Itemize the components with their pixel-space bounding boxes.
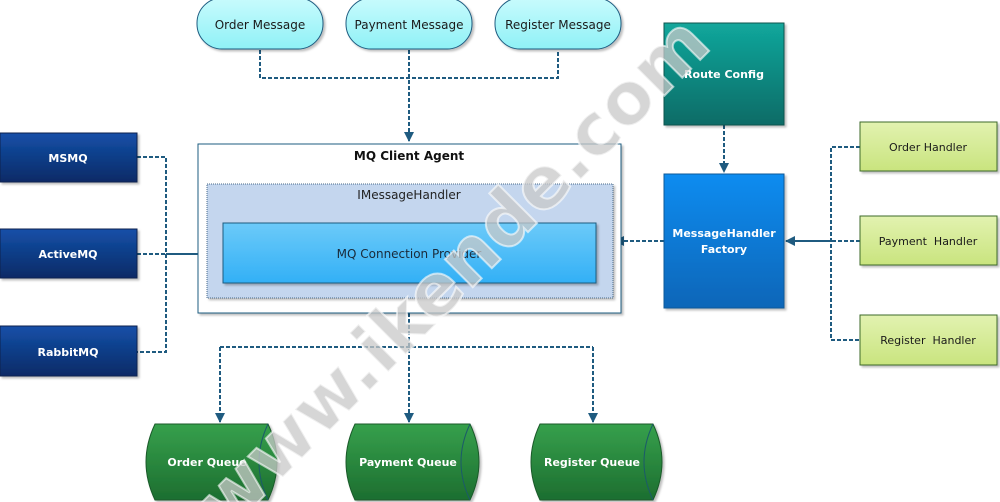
provider-label: RabbitMQ bbox=[38, 346, 99, 359]
message-register[interactable]: Register Message bbox=[494, 0, 622, 50]
connection-provider-label: MQ Connection Provider bbox=[337, 247, 482, 261]
provider-label: ActiveMQ bbox=[39, 248, 98, 261]
handler-label: Payment Handler bbox=[879, 235, 978, 248]
provider-msmq[interactable]: MSMQ bbox=[0, 132, 138, 183]
provider-rabbitmq[interactable]: RabbitMQ bbox=[0, 325, 138, 377]
queue-payment[interactable]: Payment Queue bbox=[345, 423, 480, 501]
factory-label-line2: Factory bbox=[701, 243, 747, 256]
message-label: Order Message bbox=[215, 18, 306, 32]
provider-activemq[interactable]: ActiveMQ bbox=[0, 228, 138, 279]
handler-payment[interactable]: Payment Handler bbox=[859, 215, 998, 266]
message-order[interactable]: Order Message bbox=[196, 0, 324, 50]
handler-order[interactable]: Order Handler bbox=[859, 121, 998, 172]
mq-connection-provider[interactable]: MQ Connection Provider bbox=[222, 222, 597, 284]
interface-title: IMessageHandler bbox=[357, 188, 460, 202]
message-label: Payment Message bbox=[355, 18, 464, 32]
connectors bbox=[137, 50, 860, 423]
provider-label: MSMQ bbox=[48, 152, 87, 165]
handlers-bus-connector bbox=[830, 146, 860, 341]
handler-register[interactable]: Register Handler bbox=[859, 314, 998, 366]
message-label: Register Message bbox=[505, 18, 611, 32]
queue-label: Register Queue bbox=[544, 456, 640, 469]
queue-label: Order Queue bbox=[167, 456, 246, 469]
handler-label: Register Handler bbox=[880, 334, 976, 347]
route-config-label: Route Config bbox=[684, 68, 764, 81]
route-config[interactable]: Route Config bbox=[663, 22, 785, 126]
handler-label: Order Handler bbox=[889, 141, 968, 154]
queue-label: Payment Queue bbox=[359, 456, 457, 469]
client-agent-title: MQ Client Agent bbox=[354, 149, 465, 163]
message-payment[interactable]: Payment Message bbox=[345, 0, 473, 50]
messagehandler-factory[interactable]: MessageHandler Factory bbox=[663, 173, 785, 309]
queue-register[interactable]: Register Queue bbox=[530, 423, 663, 501]
factory-label-line1: MessageHandler bbox=[672, 227, 776, 240]
queue-order[interactable]: Order Queue bbox=[145, 423, 278, 501]
